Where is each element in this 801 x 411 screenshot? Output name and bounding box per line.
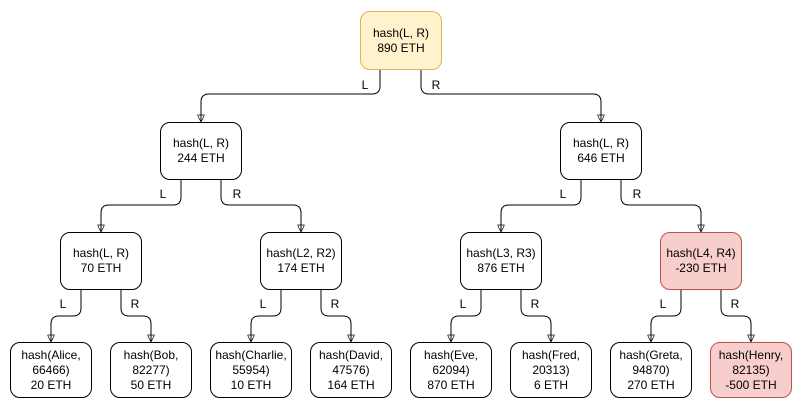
- node-hash-label: hash(Greta, 94870): [619, 347, 683, 377]
- edge-n3-2-to-david: [320, 290, 351, 342]
- node-amount-label: 50 ETH: [130, 377, 172, 392]
- edge-n3-1-to-bob: [120, 290, 151, 342]
- edge-label-l: L: [658, 297, 668, 311]
- node-amount-label: 10 ETH: [230, 377, 272, 392]
- tree-leaf-greta: hash(Greta, 94870) 270 ETH: [610, 342, 692, 398]
- node-amount-label: 870 ETH: [427, 377, 475, 392]
- tree-leaf-bob: hash(Bob, 82277) 50 ETH: [110, 342, 192, 398]
- node-amount-label: 890 ETH: [377, 40, 425, 55]
- edge-n2r-to-n3-4: [620, 180, 701, 232]
- node-hash-label: hash(David, 47576): [318, 347, 384, 377]
- edge-label-r: R: [529, 297, 541, 311]
- node-hash-label: hash(Fred, 20313): [521, 347, 581, 377]
- node-hash-label: hash(Alice, 66466): [21, 347, 81, 377]
- tree-leaf-fred: hash(Fred, 20313) 6 ETH: [510, 342, 592, 398]
- edge-root-to-n2-left: [201, 70, 381, 122]
- tree-node-level3-1: hash(L, R) 70 ETH: [60, 232, 142, 290]
- node-amount-label: -230 ETH: [675, 261, 727, 275]
- node-amount-label: 270 ETH: [627, 377, 675, 392]
- tree-node-level3-2: hash(L2, R2) 174 ETH: [260, 232, 342, 290]
- edge-label-l: L: [360, 78, 370, 92]
- node-amount-label: 6 ETH: [533, 377, 568, 392]
- node-amount-label: 174 ETH: [277, 261, 325, 275]
- edge-label-r: R: [129, 297, 141, 311]
- edge-label-l: L: [158, 187, 168, 201]
- node-hash-label: hash(L3, R3): [466, 246, 536, 260]
- edge-n2l-to-n3-2: [220, 180, 301, 232]
- edge-root-to-n2-right: [420, 70, 601, 122]
- edge-label-l: L: [258, 297, 268, 311]
- tree-leaf-alice: hash(Alice, 66466) 20 ETH: [10, 342, 92, 398]
- tree-leaf-charlie: hash(Charlie, 55954) 10 ETH: [210, 342, 292, 398]
- node-amount-label: -500 ETH: [725, 377, 777, 392]
- tree-leaf-henry-negative: hash(Henry, 82135) -500 ETH: [710, 342, 792, 398]
- node-hash-label: hash(L, R): [72, 246, 130, 260]
- tree-node-level3-4-negative: hash(L4, R4) -230 ETH: [660, 232, 742, 290]
- edge-n3-3-to-fred: [520, 290, 551, 342]
- edge-n2r-to-n3-3: [501, 180, 582, 232]
- node-amount-label: 20 ETH: [30, 377, 72, 392]
- edge-label-r: R: [329, 297, 341, 311]
- node-amount-label: 164 ETH: [327, 377, 375, 392]
- tree-node-level2-left: hash(L, R) 244 ETH: [160, 122, 242, 180]
- edge-n3-4-to-greta: [651, 290, 682, 342]
- tree-node-level2-right: hash(L, R) 646 ETH: [560, 122, 642, 180]
- tree-node-level3-3: hash(L3, R3) 876 ETH: [460, 232, 542, 290]
- tree-node-root: hash(L, R) 890 ETH: [360, 11, 442, 70]
- node-hash-label: hash(Bob, 82277): [123, 347, 179, 377]
- node-amount-label: 70 ETH: [80, 261, 122, 275]
- edge-n3-4-to-henry: [720, 290, 751, 342]
- node-amount-label: 244 ETH: [177, 151, 225, 165]
- edge-label-r: R: [631, 187, 643, 201]
- edge-label-l: L: [458, 297, 468, 311]
- edge-n2l-to-n3-1: [101, 180, 182, 232]
- edge-label-r: R: [231, 187, 243, 201]
- node-hash-label: hash(L, R): [372, 25, 430, 40]
- tree-leaf-eve: hash(Eve, 62094) 870 ETH: [410, 342, 492, 398]
- node-hash-label: hash(L4, R4): [666, 246, 736, 260]
- edge-label-r: R: [430, 78, 442, 92]
- node-hash-label: hash(L2, R2): [266, 246, 336, 260]
- edge-n3-1-to-alice: [51, 290, 82, 342]
- edge-label-l: L: [58, 297, 68, 311]
- edge-label-l: L: [558, 187, 568, 201]
- edge-n3-2-to-charlie: [251, 290, 282, 342]
- edge-label-r: R: [729, 297, 741, 311]
- node-amount-label: 876 ETH: [477, 261, 525, 275]
- node-hash-label: hash(Eve, 62094): [423, 347, 479, 377]
- node-hash-label: hash(L, R): [172, 136, 230, 150]
- node-hash-label: hash(Charlie, 55954): [215, 347, 287, 377]
- node-amount-label: 646 ETH: [577, 151, 625, 165]
- edge-n3-3-to-eve: [451, 290, 482, 342]
- tree-leaf-david: hash(David, 47576) 164 ETH: [310, 342, 392, 398]
- node-hash-label: hash(Henry, 82135): [718, 347, 784, 377]
- node-hash-label: hash(L, R): [572, 136, 630, 150]
